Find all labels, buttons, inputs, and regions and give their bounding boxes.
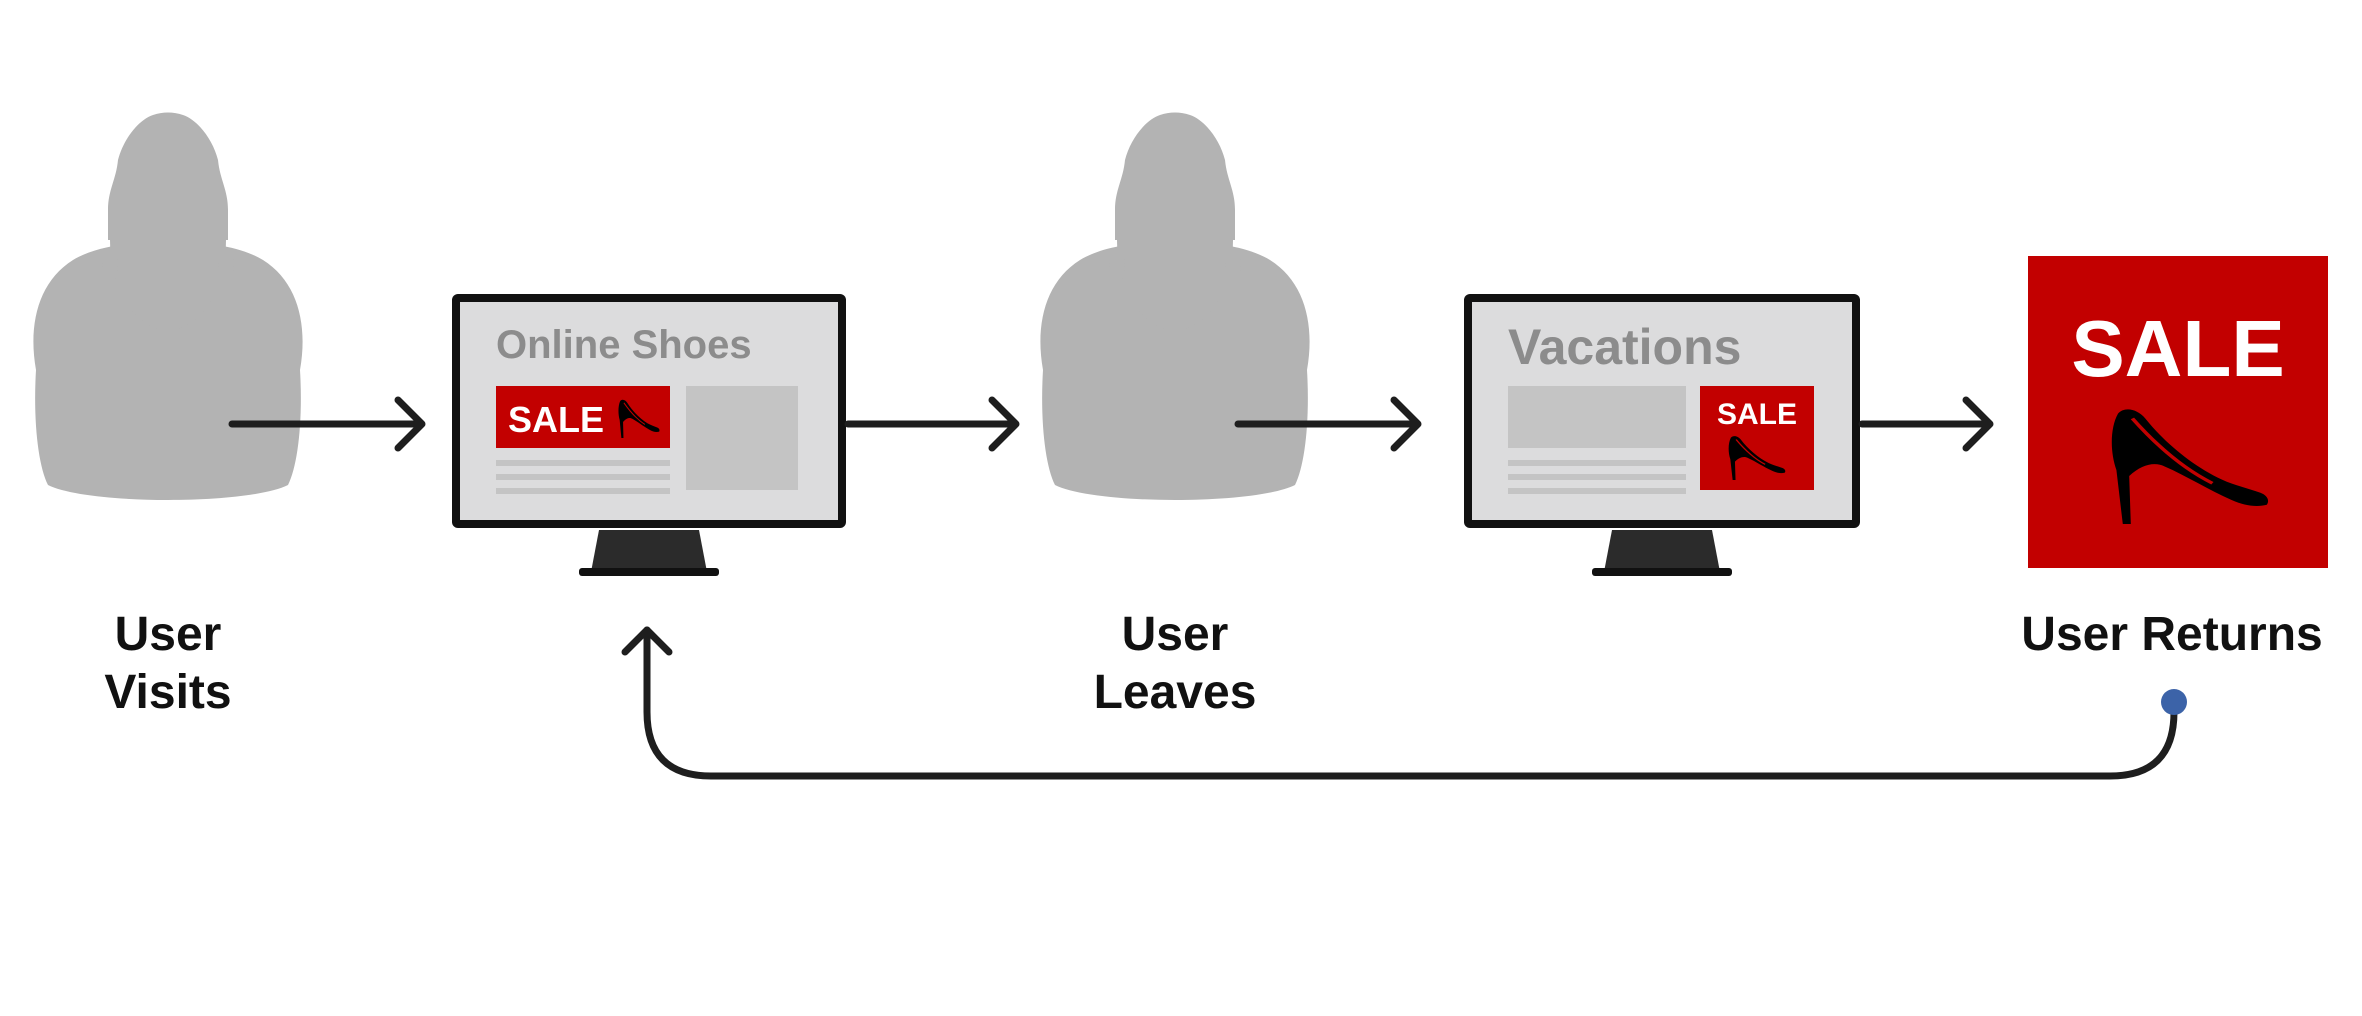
user-returns-label: User Returns bbox=[2021, 608, 2322, 661]
shop-sale-banner bbox=[496, 386, 670, 448]
other-site-ad-badge: SALE bbox=[1717, 398, 1797, 431]
svg-text:User: User bbox=[1122, 608, 1229, 661]
svg-text:Visits: Visits bbox=[104, 666, 231, 719]
shop-sale-badge: SALE bbox=[508, 399, 604, 440]
other-site-text-line bbox=[1508, 488, 1686, 494]
svg-text:User: User bbox=[115, 608, 222, 661]
user-leaves-label: User Leaves bbox=[1094, 608, 1257, 719]
shop-image-placeholder bbox=[686, 386, 798, 490]
shop-text-line bbox=[496, 460, 670, 466]
shop-screen-title: Online Shoes bbox=[496, 323, 752, 367]
return-sale-ad: SALE bbox=[2028, 256, 2328, 568]
arrow-visit-to-shop bbox=[228, 396, 426, 452]
return-sale-text: SALE bbox=[2071, 304, 2284, 393]
svg-text:Leaves: Leaves bbox=[1094, 666, 1257, 719]
shop-text-line bbox=[496, 488, 670, 494]
arrow-leave-to-other-site bbox=[1234, 396, 1422, 452]
other-site-screen-title: Vacations bbox=[1508, 319, 1741, 375]
user-visits-silhouette-icon bbox=[33, 113, 302, 501]
other-site-image-placeholder bbox=[1508, 386, 1686, 448]
user-leaves-silhouette-icon bbox=[1040, 113, 1309, 501]
return-loop-start-dot bbox=[2161, 689, 2187, 715]
user-visits-label: User Visits bbox=[104, 608, 231, 719]
other-site-text-line bbox=[1508, 474, 1686, 480]
arrow-ad-to-return bbox=[1858, 396, 1994, 452]
other-site-monitor-icon: Vacations SALE bbox=[1464, 294, 1860, 576]
shop-text-line bbox=[496, 474, 670, 480]
return-loop-arrow bbox=[621, 626, 2178, 780]
other-site-text-line bbox=[1508, 460, 1686, 466]
shop-monitor-icon: Online Shoes SALE bbox=[452, 294, 846, 576]
other-site-retargeting-ad bbox=[1700, 386, 1814, 490]
arrow-shop-to-leave bbox=[844, 396, 1020, 452]
